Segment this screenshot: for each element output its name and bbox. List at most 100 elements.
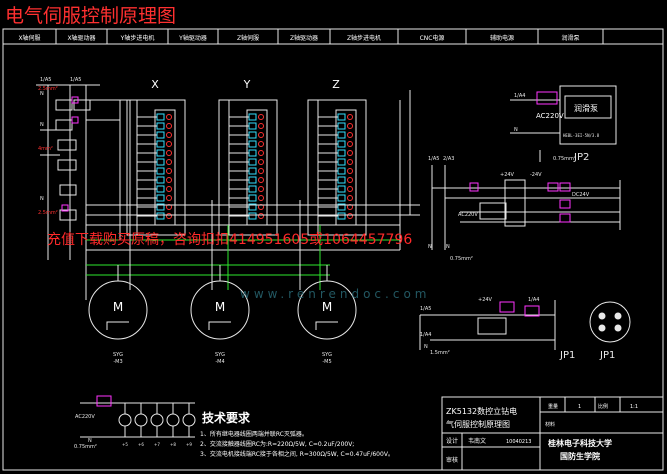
tech-line-3: 3、交流电机接线端RC接于各相之间, R=300Ω/5W, C=0.47uF/6… bbox=[200, 450, 394, 458]
coil-number: +8 bbox=[170, 442, 176, 447]
svg-text:N: N bbox=[40, 196, 44, 202]
page-title: 电气伺服控制原理图 bbox=[5, 5, 176, 27]
header-cell-5: Z轴驱动器 bbox=[290, 34, 318, 42]
header-cell-6: Z轴步进电机 bbox=[347, 34, 381, 42]
header-cell-8: 辅助电源 bbox=[490, 34, 514, 42]
jp1-large-label: JP1 bbox=[599, 350, 615, 361]
bottom-relay-row: AC220V N 0.75mm² +5+6 +7 +8 +9 bbox=[74, 395, 196, 450]
svg-text:N: N bbox=[88, 438, 92, 444]
svg-text:-24V: -24V bbox=[530, 172, 542, 178]
motor-letter: M bbox=[113, 300, 123, 314]
left-power-column bbox=[36, 84, 130, 300]
svg-text:0.75mm²: 0.75mm² bbox=[553, 156, 576, 162]
control-section bbox=[431, 165, 621, 250]
psu-section bbox=[419, 300, 631, 350]
svg-text:1.5mm²: 1.5mm² bbox=[430, 350, 450, 356]
svg-text:2/A3: 2/A3 bbox=[443, 156, 454, 162]
coil-4: +8 bbox=[166, 403, 180, 447]
svg-text:1/A4: 1/A4 bbox=[514, 93, 525, 99]
svg-text:N: N bbox=[40, 122, 44, 128]
svg-text:2.5mm²: 2.5mm² bbox=[38, 86, 58, 92]
header-cell-2: Y轴步进电机 bbox=[120, 34, 155, 42]
motor-code-line2: -M4 bbox=[215, 359, 224, 365]
coil-number: +9 bbox=[186, 442, 192, 447]
coil-2: +6 bbox=[134, 403, 148, 447]
header-cell-9: 润滑泵 bbox=[561, 34, 579, 42]
axis-label-z: Z bbox=[332, 78, 340, 91]
tech-heading: 技术要求 bbox=[202, 410, 251, 425]
left-magenta-symbols bbox=[61, 96, 79, 212]
svg-text:AC220V: AC220V bbox=[458, 212, 478, 218]
header-row: X轴伺服 X轴驱动器 Y轴步进电机 Y轴驱动器 Z轴伺服 Z轴驱动器 Z轴步进电机 CNC电源… bbox=[3, 29, 663, 45]
drawing-name-2: 气伺服控制原理图 bbox=[446, 419, 510, 429]
coil-number: +7 bbox=[154, 442, 160, 447]
header-cell-0: X轴伺服 bbox=[18, 34, 40, 42]
motor-letter: M bbox=[322, 300, 332, 314]
watermark-url: www.renrendoc.com bbox=[240, 287, 430, 301]
svg-text:AC220V: AC220V bbox=[75, 414, 95, 420]
title-block bbox=[441, 396, 664, 471]
header-cell-3: Y轴驱动器 bbox=[178, 34, 207, 42]
svg-text:重量: 重量 bbox=[548, 403, 558, 410]
header-cell-4: Z轴伺服 bbox=[237, 34, 259, 42]
svg-text:设计: 设计 bbox=[446, 437, 458, 445]
svg-text:1/A5: 1/A5 bbox=[420, 306, 431, 312]
svg-text:0.75mm²: 0.75mm² bbox=[74, 444, 97, 450]
servo-motor-1: M SYG-M3 bbox=[88, 265, 148, 365]
svg-text:N: N bbox=[428, 244, 432, 250]
psu-labels: 1/A5 1/A4 +24V 1/A4 N 1.5mm² JP1 JP1 bbox=[420, 297, 615, 361]
tech-line-2: 2、交流接触器线圈RC为:R=220Ω/5W, C=0.2uF/200V; bbox=[200, 440, 354, 448]
motor-code-line1: SYG bbox=[215, 352, 225, 358]
svg-text:1/A4: 1/A4 bbox=[528, 297, 539, 303]
motor-code-line2: -M3 bbox=[113, 359, 122, 365]
coil-3: +7 bbox=[150, 403, 164, 447]
svg-text:N: N bbox=[424, 344, 428, 350]
lube-relay-label: AC220V bbox=[536, 112, 564, 120]
svg-text:比例: 比例 bbox=[598, 403, 608, 410]
svg-text:1: 1 bbox=[578, 404, 581, 410]
coil-1: +5 bbox=[118, 403, 132, 447]
header-cell-7: CNC电源 bbox=[420, 34, 445, 42]
axis-label-y: Y bbox=[243, 78, 251, 91]
svg-text:2.5mm²: 2.5mm² bbox=[38, 210, 58, 216]
lube-block-label: 润滑泵 bbox=[574, 103, 598, 113]
svg-text:1:1: 1:1 bbox=[630, 404, 638, 410]
driver-block-z: Z bbox=[307, 78, 367, 236]
header-cell-1: X轴驱动器 bbox=[67, 34, 95, 42]
svg-text:1/A5: 1/A5 bbox=[428, 156, 439, 162]
driver-block-y: Y bbox=[218, 78, 278, 236]
svg-text:N: N bbox=[446, 244, 450, 250]
svg-text:N: N bbox=[514, 127, 518, 133]
coil-5: +9 bbox=[182, 403, 196, 447]
drawing-name-1: ZK5132数控立钻电 bbox=[446, 406, 517, 416]
svg-text:HEBL-3EI-5N/3.8: HEBL-3EI-5N/3.8 bbox=[563, 133, 600, 138]
jp1-small-label: JP1 bbox=[559, 350, 575, 361]
jp2-label: JP2 bbox=[573, 152, 589, 163]
servo-motor-2: M SYG-M4 bbox=[190, 265, 250, 365]
watermark-text: 充值下载购买原稿，咨询扣扣414951605或1064457796 bbox=[47, 232, 412, 248]
driver-block-x: X bbox=[126, 78, 186, 236]
motor-code-line2: -M5 bbox=[322, 359, 331, 365]
watermark: 充值下载购买原稿，咨询扣扣414951605或1064457796 www.re… bbox=[47, 232, 430, 301]
svg-text:DC24V: DC24V bbox=[572, 192, 590, 198]
svg-text:审核: 审核 bbox=[446, 456, 458, 464]
motor-letter: M bbox=[215, 300, 225, 314]
school-line-2: 国防生学院 bbox=[560, 451, 600, 461]
svg-text:1/A4: 1/A4 bbox=[420, 332, 431, 338]
svg-text:+24V: +24V bbox=[500, 172, 515, 178]
svg-text:1/A5: 1/A5 bbox=[40, 77, 51, 83]
control-labels: 1/A5 2/A3 N N +24V AC220V 0.75mm² -24V D… bbox=[428, 156, 590, 262]
svg-text:+24V: +24V bbox=[478, 297, 493, 303]
motor-code-line1: SYG bbox=[113, 352, 123, 358]
bus-wiring bbox=[86, 90, 420, 290]
tech-line-1: 1、所有继电器线圈两端并联RC灭弧器。 bbox=[200, 430, 308, 438]
svg-text:韦南文: 韦南文 bbox=[468, 437, 486, 445]
school-line-1: 桂林电子科技大学 bbox=[547, 438, 612, 448]
left-labels: 1/A5 1/A5 N N N 2.5mm² 4mm² 2.5mm² bbox=[38, 77, 81, 216]
svg-text:0.75mm²: 0.75mm² bbox=[450, 256, 473, 262]
lube-pump-section: 1/A4 N AC220V 润滑泵 HEBL-3EI-5N/3.8 JP2 0.… bbox=[510, 85, 617, 163]
drawing-frame bbox=[2, 28, 664, 471]
